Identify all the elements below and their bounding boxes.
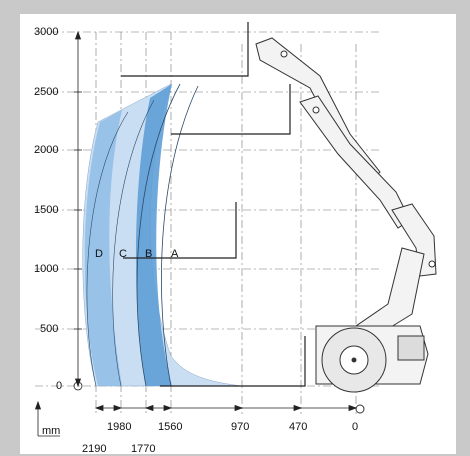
y-label-2500: 2500 [34,86,58,98]
zone-label-c: C [119,248,127,260]
y-label-500: 500 [40,323,58,335]
x-label-2190: 2190 [82,443,106,454]
x-label-970: 970 [231,421,249,433]
fork-ground [160,336,306,387]
y-label-0: 0 [56,380,62,392]
boom-lower [391,203,437,277]
reach-diagram: 3000 2500 2000 1500 1000 500 0 D C B A 1… [34,22,437,454]
zone-arc-outer [86,111,129,387]
zone-b-band [135,84,172,386]
y-tick-labels: 3000 2500 2000 1500 1000 500 0 [34,26,62,392]
wheel-center [351,357,357,363]
zone-arc-a [161,85,199,387]
y-label-1500: 1500 [34,204,58,216]
x-label-0: 0 [352,421,358,433]
y-label-2000: 2000 [34,144,58,156]
machine [255,37,437,414]
x-label-470: 470 [289,421,307,433]
x-label-1560: 1560 [158,421,182,433]
zone-label-a: A [171,248,179,260]
fork-2500 [171,84,291,135]
y-label-3000: 3000 [34,26,58,38]
x-dimension-line [94,404,358,412]
diagram-canvas: 3000 2500 2000 1500 1000 500 0 D C B A 1… [20,14,456,454]
unit-label: mm [42,425,60,437]
reach-zones [82,83,243,387]
zone-label-b: B [145,248,152,260]
boom-mid [299,95,411,229]
zone-arc-c [112,99,155,387]
forks [121,22,306,387]
x-tick-labels: 1980 1560 970 470 0 2190 1770 mm [42,421,358,454]
zone-d-band [84,110,122,386]
y-label-1000: 1000 [34,263,58,275]
unit-arrow [34,400,60,437]
x-label-1770: 1770 [131,443,155,454]
fork-top [121,22,249,77]
fork-1000 [123,202,237,259]
x-label-1980: 1980 [107,421,131,433]
counterweight [397,335,425,361]
zone-letter-labels: D C B A [95,248,179,260]
vertical-axis [73,30,83,391]
zone-arc-b [136,83,181,387]
zone-label-d: D [95,248,103,260]
